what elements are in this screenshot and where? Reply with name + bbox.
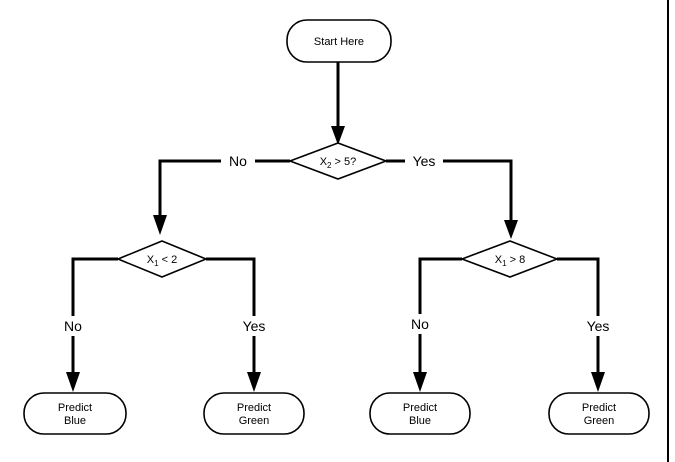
edge-label-root-yes: Yes [413, 153, 436, 169]
leaf-node-predict-blue-2 [369, 392, 471, 435]
left-decision-node [115, 240, 209, 278]
arrow-root-no [153, 215, 167, 235]
arrow-right-no [413, 372, 427, 392]
leaf-3-line2: Blue [409, 415, 431, 427]
right-decision-label: X1 > 8 [495, 254, 525, 268]
leaf-1-line1: Predict [58, 402, 92, 414]
leaf-node-predict-blue-1 [23, 392, 127, 435]
edge-right-yes [557, 257, 600, 375]
leaf-3-line1: Predict [403, 402, 437, 414]
arrow-left-yes [247, 372, 261, 392]
edge-label-root-no: No [229, 153, 247, 169]
edge-label-left-no: No [64, 318, 82, 334]
edge-left-no [71, 257, 118, 375]
arrow-right-yes [591, 372, 605, 392]
left-decision-label: X1 < 2 [147, 254, 177, 268]
arrow-root-yes [504, 220, 518, 239]
start-node-label: Start Here [314, 36, 364, 48]
edge-root-yes [386, 159, 513, 223]
arrow-left-no [66, 372, 80, 392]
root-decision-node [287, 142, 389, 180]
leaf-node-predict-green-1 [203, 392, 305, 435]
arrow-start-to-root [331, 126, 345, 145]
start-node [286, 19, 392, 63]
leaf-2-line2: Green [239, 415, 270, 427]
edge-label-right-yes: Yes [587, 318, 610, 334]
leaf-1-line2: Blue [64, 415, 86, 427]
leaf-4-line2: Green [584, 415, 615, 427]
leaf-4-line1: Predict [582, 402, 616, 414]
edge-label-left-yes: Yes [243, 318, 266, 334]
edge-label-right-no: No [411, 316, 429, 332]
right-decision-node [459, 240, 560, 278]
leaf-node-predict-green-2 [548, 392, 650, 435]
edge-right-no [418, 257, 462, 375]
root-decision-label: X2 > 5? [320, 156, 357, 170]
edge-left-yes [206, 257, 256, 375]
leaf-2-line1: Predict [237, 402, 271, 414]
